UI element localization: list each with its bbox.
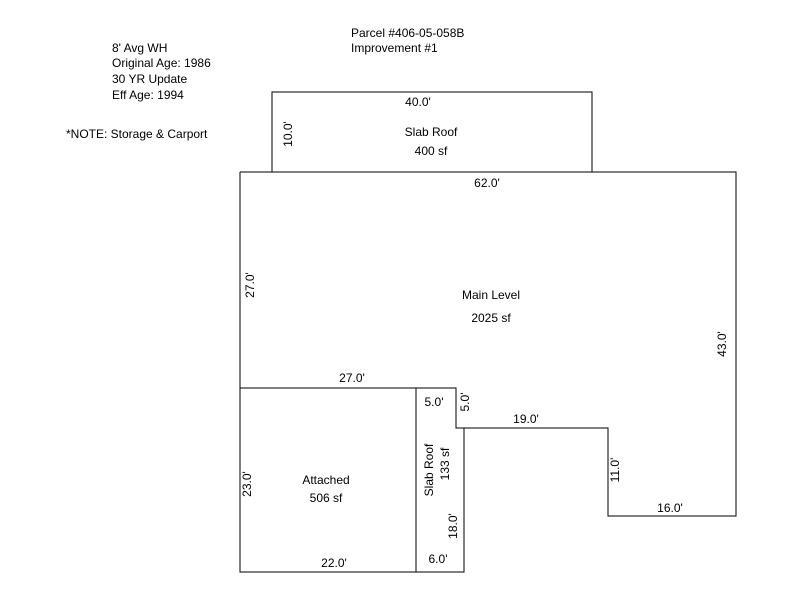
slab-roof-top-label: Slab Roof [404,125,458,139]
dim-slab-top: 5.0' [424,395,444,409]
dim-main-left-height: 27.0' [243,272,257,298]
main-level-area: 2025 sf [471,311,511,325]
slab-roof-side-area: 133 sf [438,447,452,481]
original-age-note: Original Age: 1986 [112,56,211,70]
storage-carport-note: *NOTE: Storage & Carport [66,127,208,141]
dim-attached-top: 27.0' [339,371,365,385]
slab-roof-side-label: Slab Roof [422,443,436,497]
dim-slab-bottom: 6.0' [428,552,448,566]
update-note: 30 YR Update [112,72,188,86]
eff-age-note: Eff Age: 1994 [112,88,184,102]
slab-roof-side-outline [416,387,465,573]
improvement-number: Improvement #1 [351,41,438,55]
parcel-number: Parcel #406-05-058B [351,26,465,40]
slab-roof-top-area: 400 sf [414,144,448,158]
wall-height-note: 8' Avg WH [112,41,168,55]
attached-area: 506 sf [309,491,343,505]
dim-attached-height: 23.0' [240,471,254,497]
dim-main-right-height: 43.0' [715,331,729,357]
dim-slab-height: 18.0' [446,513,460,539]
dim-step-bottom: 16.0' [657,501,683,515]
dim-step-width: 19.0' [513,412,539,426]
dim-step-height: 11.0' [608,457,622,483]
dim-main-width: 62.0' [474,176,500,190]
attached-outline [239,387,417,573]
dim-top-width: 40.0' [405,95,431,109]
attached-label: Attached [302,473,350,487]
main-level-outline [239,171,737,517]
dim-attached-bottom: 22.0' [321,556,347,570]
dim-top-height: 10.0' [281,121,295,147]
dim-slab-step: 5.0' [458,392,472,412]
main-level-label: Main Level [461,288,521,302]
